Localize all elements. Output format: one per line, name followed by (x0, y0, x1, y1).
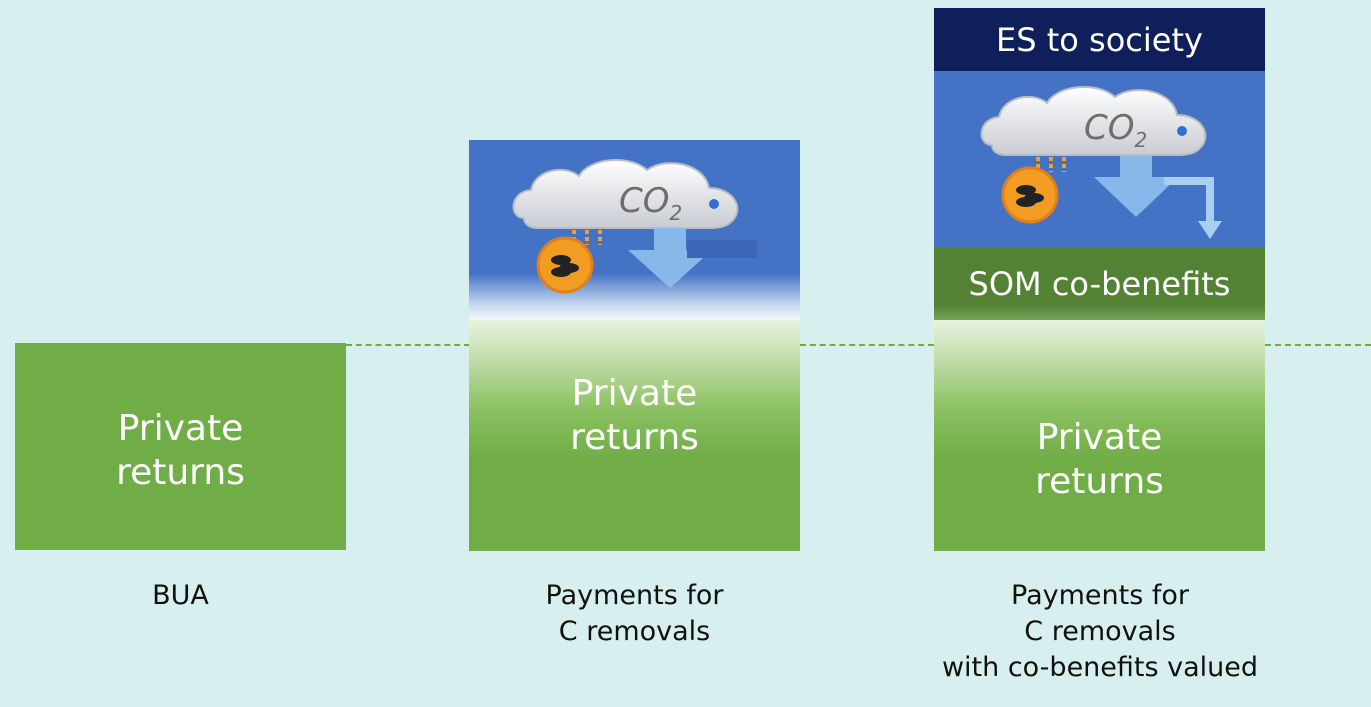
co2-cloud-icon: CO2 (512, 159, 757, 294)
co2-panel-cobenefits: CO2 (934, 71, 1265, 247)
co2-cloud-icon-2: CO2 (980, 86, 1222, 239)
som-co-benefits-band: SOM co-benefits (934, 247, 1265, 320)
es-to-society-band: ES to society (934, 8, 1265, 71)
reference-dashed-line-3 (1265, 344, 1371, 346)
reference-dashed-line-2 (800, 344, 934, 346)
co2-text-2: CO2 (1084, 108, 1147, 152)
private-returns-box-bua: Private returns (15, 343, 346, 550)
reference-dashed-line-1 (346, 344, 470, 346)
down-arrow-icon-2 (1094, 155, 1178, 217)
side-arrow-icon (1164, 177, 1222, 239)
caption-payments: Payments for C removals (545, 580, 724, 647)
co2-text: CO2 (619, 181, 682, 225)
down-arrow-icon (628, 228, 712, 288)
caption-bua: BUA (152, 580, 209, 611)
co2-panel-payments: CO2 (469, 140, 800, 320)
private-returns-box-cobenefits: Private returns (934, 320, 1265, 551)
caption-cobenefits: Payments for C removals with co-benefits… (941, 580, 1259, 683)
private-returns-box-payments: Private returns (469, 320, 800, 551)
